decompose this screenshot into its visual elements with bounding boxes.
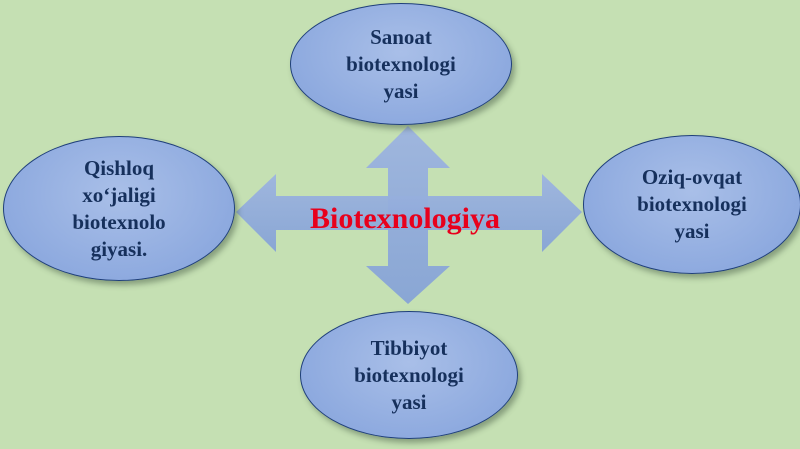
center-label: Biotexnologiya xyxy=(309,202,500,235)
node-sanoat-biotexnologiyasi: Sanoat biotexnologi yasi xyxy=(290,3,512,125)
node-top-label: Sanoat biotexnologi yasi xyxy=(346,24,456,103)
node-oziq-ovqat-biotexnologiyasi: Oziq-ovqat biotexnologi yasi xyxy=(583,135,800,274)
horizontal-arrow xyxy=(236,174,582,252)
node-left-label: Qishloq xo‘jaligi biotexnolo giyasi. xyxy=(72,155,166,261)
node-bottom-label: Tibbiyot biotexnologi yasi xyxy=(354,335,464,414)
node-right-label: Oziq-ovqat biotexnologi yasi xyxy=(637,165,747,243)
node-qishloq-xojaligi-biotexnologiyasi: Qishloq xo‘jaligi biotexnolo giyasi. xyxy=(3,136,235,281)
node-tibbiyot-biotexnologiyasi: Tibbiyot biotexnologi yasi xyxy=(300,311,518,439)
